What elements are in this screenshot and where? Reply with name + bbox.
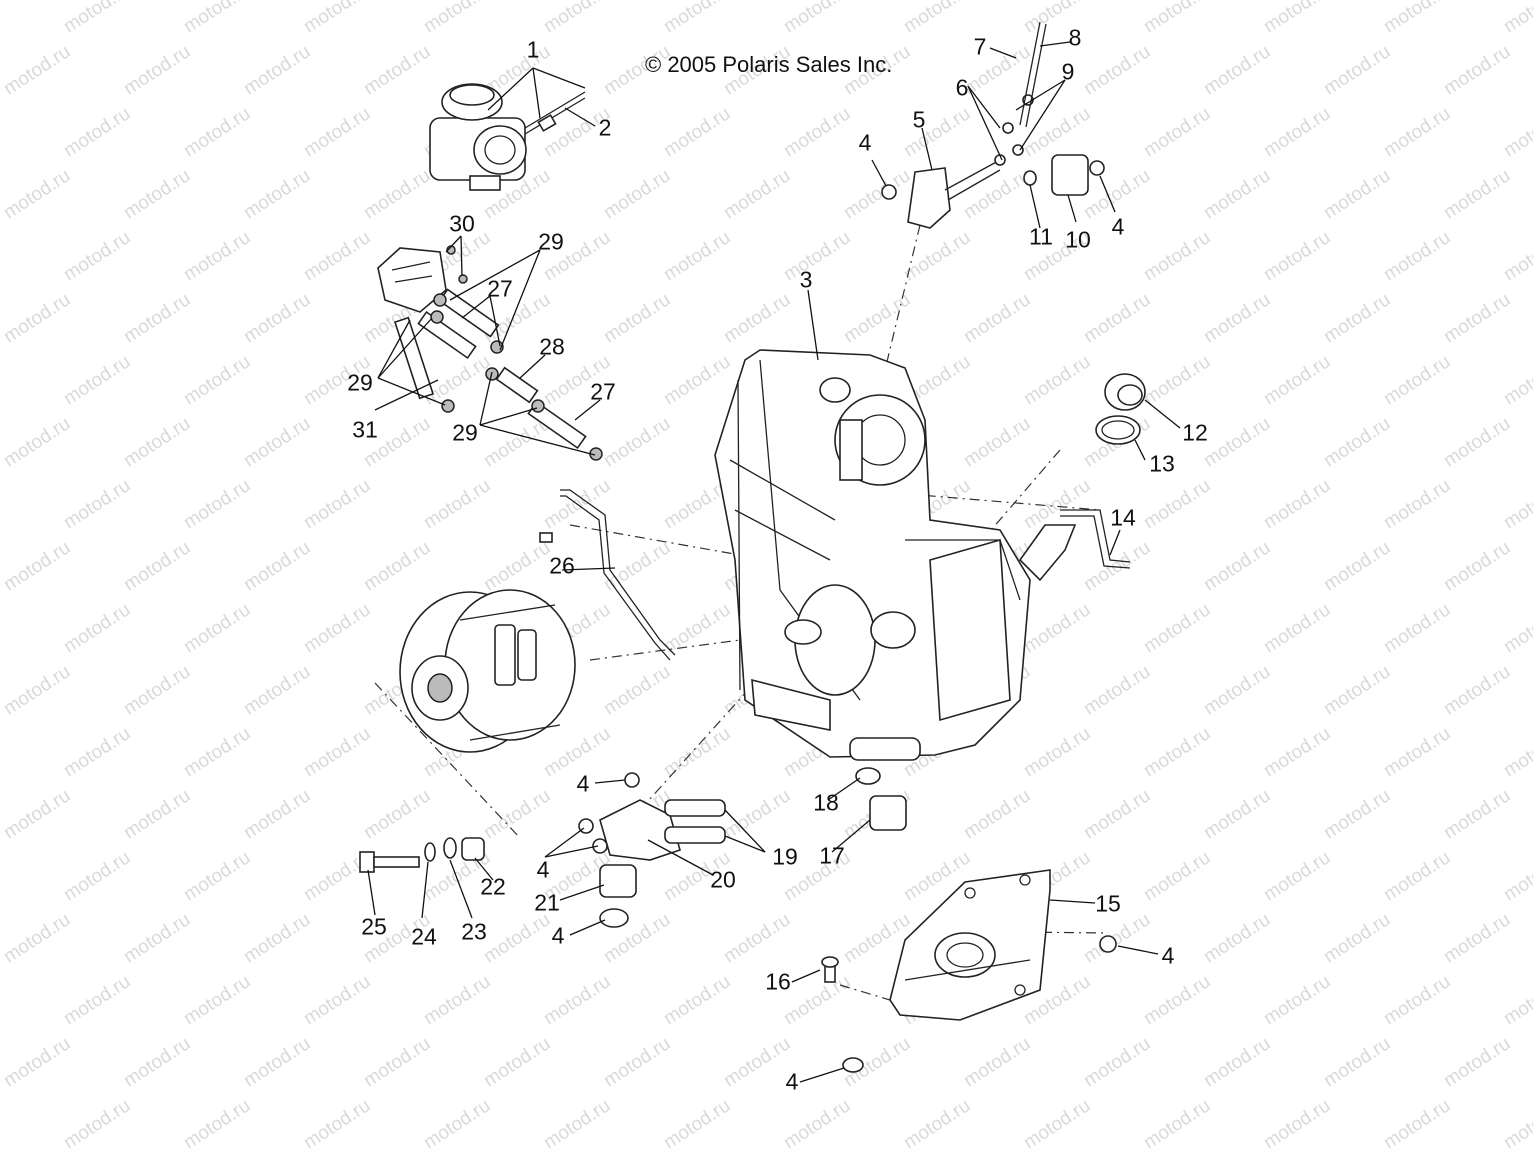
callout-18: 18	[813, 789, 839, 816]
callout-29-left: 29	[347, 369, 373, 396]
callout-22: 22	[480, 873, 506, 900]
bolt-set-drawing	[359, 837, 485, 873]
callout-13: 13	[1149, 450, 1175, 477]
callout-19: 19	[772, 843, 798, 870]
clamp-drawing	[1095, 373, 1146, 445]
callout-29-bottom: 29	[452, 419, 478, 446]
callout-3: 3	[799, 266, 813, 293]
leader-lines	[367, 41, 1181, 1083]
hose-drawing	[1060, 509, 1131, 569]
callout-30: 30	[449, 210, 475, 237]
lower-mount-drawing	[578, 772, 726, 928]
callout-16: 16	[765, 968, 791, 995]
callout-10: 10	[1065, 226, 1091, 253]
copyright-notice: © 2005 Polaris Sales Inc.	[645, 52, 893, 77]
callout-7: 7	[973, 33, 987, 60]
callout-4-right: 4	[1161, 942, 1175, 969]
callout-12: 12	[1182, 419, 1208, 446]
callout-4-upper-right: 4	[1111, 213, 1125, 240]
callout-4-lower-left: 4	[536, 856, 550, 883]
callout-5: 5	[912, 106, 926, 133]
callout-4-mid: 4	[576, 770, 590, 797]
breather-tube-drawing	[539, 489, 676, 661]
fuel-pump-drawing	[377, 245, 603, 461]
upper-mount-drawing	[881, 21, 1105, 229]
callout-27-bottom: 27	[590, 378, 616, 405]
callout-4-lower: 4	[551, 922, 565, 949]
engine-block-drawing	[714, 349, 1077, 761]
callout-31: 31	[352, 416, 378, 443]
callout-11: 11	[1029, 223, 1053, 250]
callout-20: 20	[710, 866, 736, 893]
callout-27-top: 27	[487, 275, 513, 302]
clutch-drawing	[399, 589, 576, 753]
callout-6: 6	[955, 74, 969, 101]
callout-4-bottom: 4	[785, 1068, 799, 1095]
callout-8: 8	[1068, 24, 1082, 51]
callout-9: 9	[1061, 58, 1075, 85]
carburetor-drawing	[429, 83, 586, 191]
callout-23: 23	[461, 918, 487, 945]
callout-15: 15	[1095, 890, 1121, 917]
callout-2: 2	[598, 114, 612, 141]
callout-14: 14	[1110, 504, 1136, 531]
callout-29-top: 29	[538, 228, 564, 255]
callout-4-upper-left: 4	[858, 129, 872, 156]
skid-plate-drawing	[821, 869, 1117, 1073]
callout-25: 25	[361, 913, 387, 940]
callout-24: 24	[411, 923, 437, 950]
callout-26: 26	[549, 552, 575, 579]
callout-28: 28	[539, 333, 565, 360]
callout-1: 1	[526, 36, 540, 63]
callout-17: 17	[819, 842, 845, 869]
rubber-mount-drawing	[855, 767, 907, 831]
callout-21: 21	[534, 889, 560, 916]
